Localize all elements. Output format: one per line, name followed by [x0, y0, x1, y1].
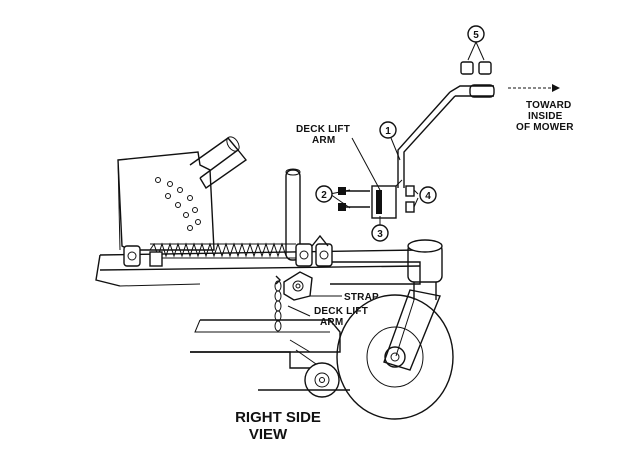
toward-label-line2: INSIDE — [528, 111, 563, 122]
view-title-line2: VIEW — [249, 426, 288, 443]
lift-chain — [274, 275, 282, 332]
view-title-line1: RIGHT SIDE — [235, 409, 321, 426]
bolts-part-2 — [338, 187, 370, 211]
seat-assembly — [117, 136, 248, 251]
deck-lift-arm-label-bottom-line1: DECK LIFT — [314, 306, 368, 317]
front-wheel — [336, 294, 454, 420]
deck-lift-arm-label-bottom-line2: ARM — [320, 317, 343, 328]
frame-brackets — [123, 234, 333, 267]
leader-lines — [287, 41, 485, 317]
caster-housing — [407, 239, 443, 300]
lever-post — [285, 168, 301, 261]
callout-4-number: 4 — [425, 191, 431, 202]
deck-lift-arm-label-top-line2: ARM — [312, 135, 335, 146]
seat-holes — [155, 177, 201, 231]
callout-1: 1 — [379, 121, 397, 139]
frame-rail — [95, 249, 421, 287]
deck-lift-arm-part-3 — [371, 179, 403, 219]
toward-label-line1: TOWARD — [526, 100, 571, 111]
deck-lift-arm-lower — [283, 271, 313, 301]
callout-2: 2 — [315, 185, 333, 203]
callout-1-number: 1 — [385, 126, 391, 137]
nuts-part-4 — [405, 185, 415, 213]
callout-5: 5 — [467, 25, 485, 43]
callout-3-number: 3 — [377, 229, 383, 240]
lift-spring — [149, 242, 296, 259]
toward-label-line3: OF MOWER — [516, 122, 574, 133]
callout-2-number: 2 — [321, 190, 327, 201]
deck-lift-arm-label-top-line1: DECK LIFT — [296, 124, 350, 135]
callout-3: 3 — [371, 224, 389, 242]
direction-arrow — [508, 84, 560, 92]
strap-label: STRAP — [344, 292, 379, 303]
callout-5-number: 5 — [473, 30, 479, 41]
lift-handle-part-1 — [397, 84, 495, 188]
mower-deck — [190, 319, 350, 398]
caster-fork — [383, 289, 441, 371]
callout-4: 4 — [419, 186, 437, 204]
pads-part-5 — [460, 61, 492, 75]
